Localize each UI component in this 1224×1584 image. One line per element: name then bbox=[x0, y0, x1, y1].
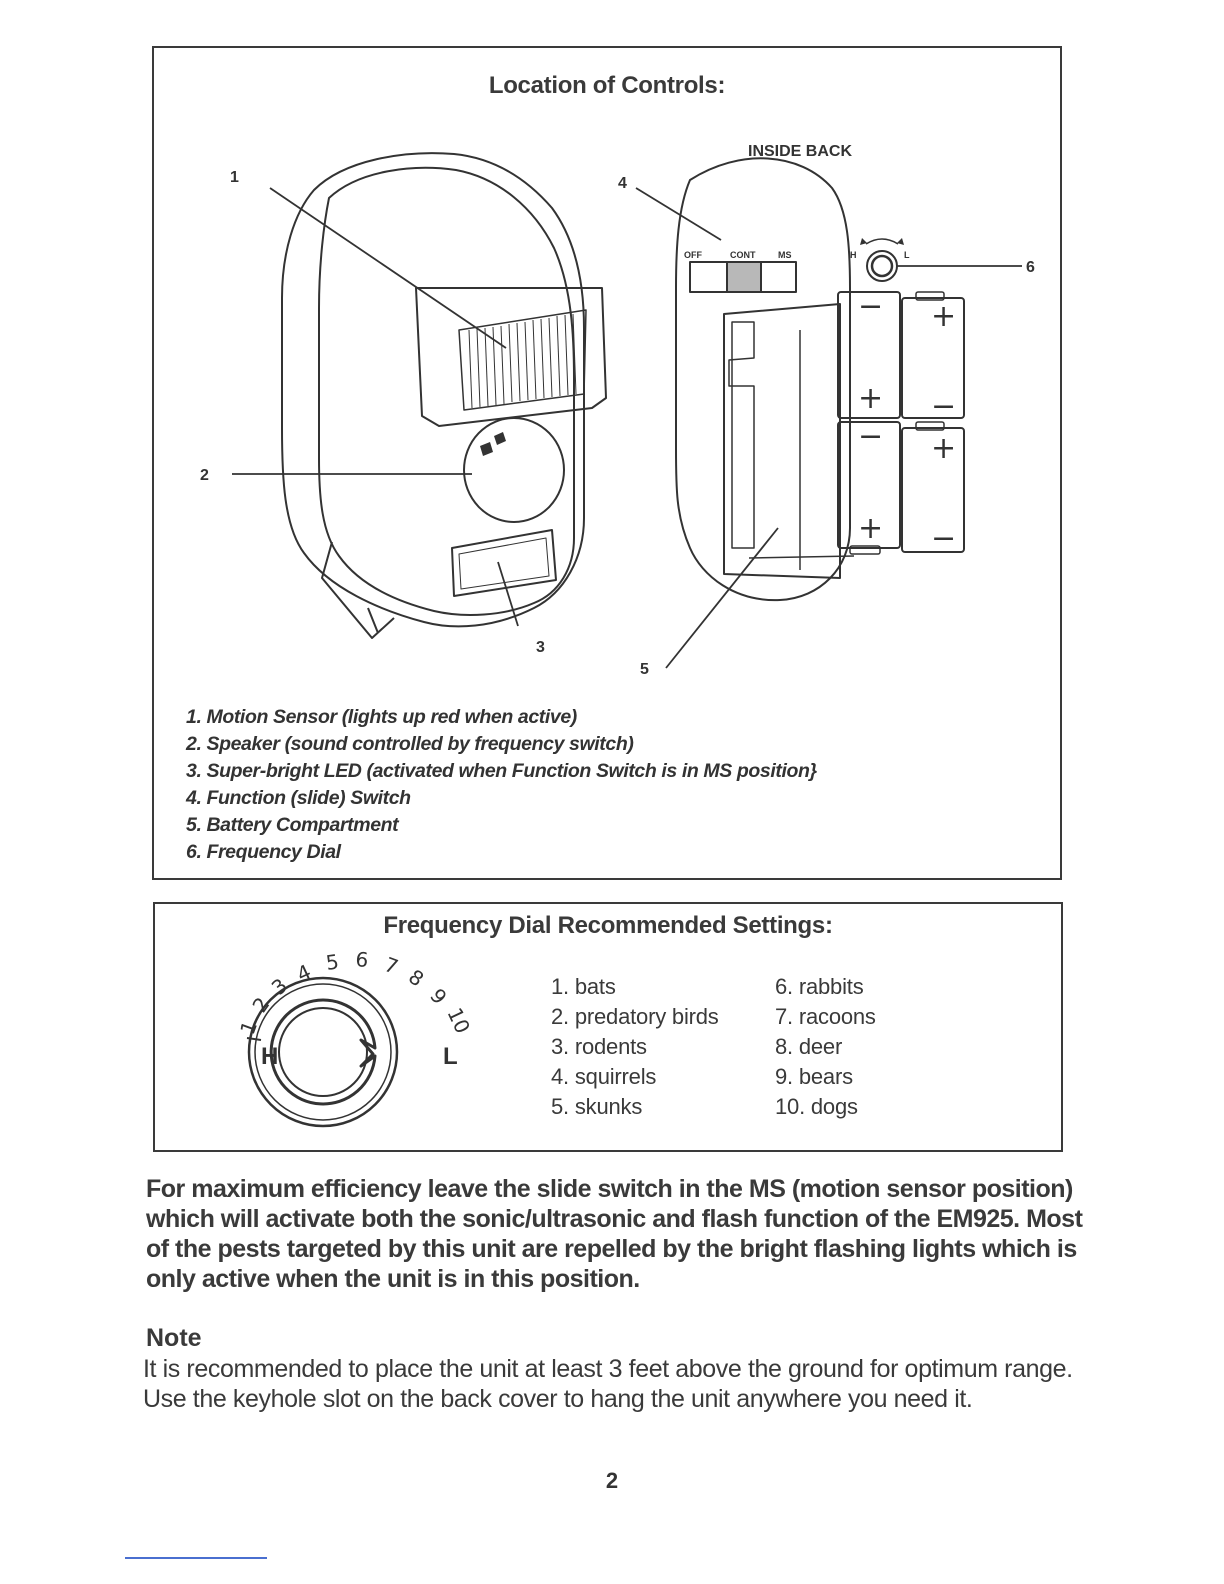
switch-label-off: OFF bbox=[684, 250, 702, 260]
setting-item: 6. rabbits bbox=[775, 974, 864, 999]
battery-minus-sign: − bbox=[931, 389, 956, 424]
battery-compartment-outline bbox=[723, 303, 841, 579]
battery-compartment-wall bbox=[728, 321, 755, 549]
legend-item: 2. Speaker (sound controlled by frequenc… bbox=[186, 733, 634, 755]
setting-item: 7. racoons bbox=[775, 1004, 876, 1029]
frequency-settings-panel: Frequency Dial Recommended Settings: 1 2… bbox=[153, 902, 1063, 1152]
note-paragraph: It is recommended to place the unit at l… bbox=[143, 1355, 1073, 1413]
setting-item: 2. predatory birds bbox=[551, 1004, 719, 1029]
frequency-title: Frequency Dial Recommended Settings: bbox=[383, 912, 833, 939]
back-cover-outline bbox=[675, 157, 851, 602]
dial-number: 8 bbox=[404, 964, 428, 991]
speaker-mark-icon bbox=[480, 442, 493, 456]
efficiency-paragraph: For maximum efficiency leave the slide s… bbox=[146, 1175, 1083, 1293]
frequency-dial-arc-icon bbox=[865, 238, 899, 245]
dial-number: 6 bbox=[355, 947, 370, 972]
battery-cell bbox=[837, 291, 901, 419]
battery-minus-sign: − bbox=[858, 419, 883, 454]
dial-h-tick bbox=[246, 1037, 262, 1041]
dial-ring-inner bbox=[254, 983, 392, 1121]
dial-outer-ring bbox=[247, 976, 399, 1128]
callout-4: 4 bbox=[618, 175, 627, 192]
frequency-dial-knob-inner bbox=[870, 254, 894, 278]
mounting-tab bbox=[321, 541, 395, 639]
battery-plus-sign: + bbox=[931, 299, 956, 334]
setting-item: 1. bats bbox=[551, 974, 616, 999]
setting-item: 3. rodents bbox=[551, 1034, 647, 1059]
callout-2: 2 bbox=[200, 467, 209, 484]
setting-item: 10. dogs bbox=[775, 1094, 858, 1119]
note-heading: Note bbox=[146, 1324, 202, 1352]
motion-sensor-window bbox=[458, 309, 587, 411]
callout-leader-lines bbox=[232, 187, 1022, 669]
callout-5: 5 bbox=[640, 661, 649, 678]
device-diagram: 1 2 3 4 5 6 INSIDE BACK OFF CONT MS H L … bbox=[200, 143, 1035, 678]
housing-back-shell bbox=[281, 152, 585, 628]
location-of-controls-panel: Location of Controls: bbox=[152, 46, 1062, 880]
dial-number: 1 bbox=[235, 1018, 262, 1038]
battery-plus-sign: + bbox=[858, 511, 883, 546]
battery-minus-sign: − bbox=[931, 521, 956, 556]
legend-item: 3. Super-bright LED (activated when Func… bbox=[186, 760, 817, 782]
led-lens bbox=[451, 529, 557, 597]
footer-rule bbox=[125, 1557, 267, 1559]
back-dial-label-h: H bbox=[850, 250, 857, 260]
setting-item: 5. skunks bbox=[551, 1094, 643, 1119]
function-switch-slider bbox=[726, 261, 762, 293]
setting-item: 8. deer bbox=[775, 1034, 843, 1059]
controls-title: Location of Controls: bbox=[488, 72, 726, 99]
legend-item: 5. Battery Compartment bbox=[186, 814, 399, 836]
device-front-illustration bbox=[281, 152, 607, 639]
motion-sensor-ridges bbox=[468, 313, 577, 409]
diagram-text: 1 2 3 4 5 6 INSIDE BACK OFF CONT MS H L … bbox=[200, 143, 1035, 678]
inside-back-label: INSIDE BACK bbox=[748, 143, 852, 160]
dial-number: 10 bbox=[442, 1004, 475, 1037]
frequency-dial-illustration: 1 2 3 4 5 6 7 8 9 10 H L bbox=[235, 947, 475, 1128]
housing-front-face bbox=[318, 166, 575, 616]
battery-cell bbox=[901, 297, 965, 419]
motion-sensor-housing bbox=[415, 287, 607, 427]
legend-item: 4. Function (slide) Switch bbox=[186, 787, 411, 809]
led-lens-inner bbox=[458, 537, 550, 590]
settings-list-right: 6. rabbits 7. racoons 8. deer 9. bears 1… bbox=[775, 972, 876, 1122]
mounting-tab-edge bbox=[367, 607, 379, 634]
dial-number: 5 bbox=[324, 949, 340, 975]
dial-knob bbox=[269, 998, 377, 1106]
dial-knob-center bbox=[278, 1007, 368, 1097]
callout-1: 1 bbox=[230, 169, 239, 186]
back-dial-label-l: L bbox=[904, 250, 910, 260]
callout-6: 6 bbox=[1026, 259, 1035, 276]
battery-plus-sign: + bbox=[858, 381, 883, 416]
dial-number: 2 bbox=[247, 993, 274, 1017]
settings-list-left: 1. bats 2. predatory birds 3. rodents 4.… bbox=[551, 972, 719, 1122]
battery-cell bbox=[901, 427, 965, 553]
callout-3: 3 bbox=[536, 639, 545, 656]
page-number: 2 bbox=[605, 1468, 619, 1493]
arrow-right-icon bbox=[897, 238, 904, 245]
switch-label-ms: MS bbox=[778, 250, 792, 260]
legend-item: 1. Motion Sensor (lights up red when act… bbox=[186, 706, 577, 728]
battery-cell bbox=[837, 421, 901, 549]
arrow-left-icon bbox=[860, 238, 867, 245]
dial-label-l: L bbox=[443, 1043, 458, 1070]
dial-label-h: H bbox=[261, 1043, 278, 1070]
switch-label-cont: CONT bbox=[730, 250, 756, 260]
setting-item: 4. squirrels bbox=[551, 1064, 657, 1089]
battery-minus-sign: − bbox=[858, 289, 883, 324]
device-back-illustration bbox=[675, 157, 965, 602]
battery-plus-sign: + bbox=[931, 431, 956, 466]
speaker-grille bbox=[463, 417, 565, 523]
legend-item: 6. Frequency Dial bbox=[186, 841, 341, 863]
controls-legend: 1. Motion Sensor (lights up red when act… bbox=[186, 704, 817, 866]
dial-number: 9 bbox=[425, 984, 452, 1009]
speaker-mark-icon bbox=[494, 432, 506, 445]
setting-item: 9. bears bbox=[775, 1064, 853, 1089]
dial-number: 7 bbox=[381, 952, 401, 979]
